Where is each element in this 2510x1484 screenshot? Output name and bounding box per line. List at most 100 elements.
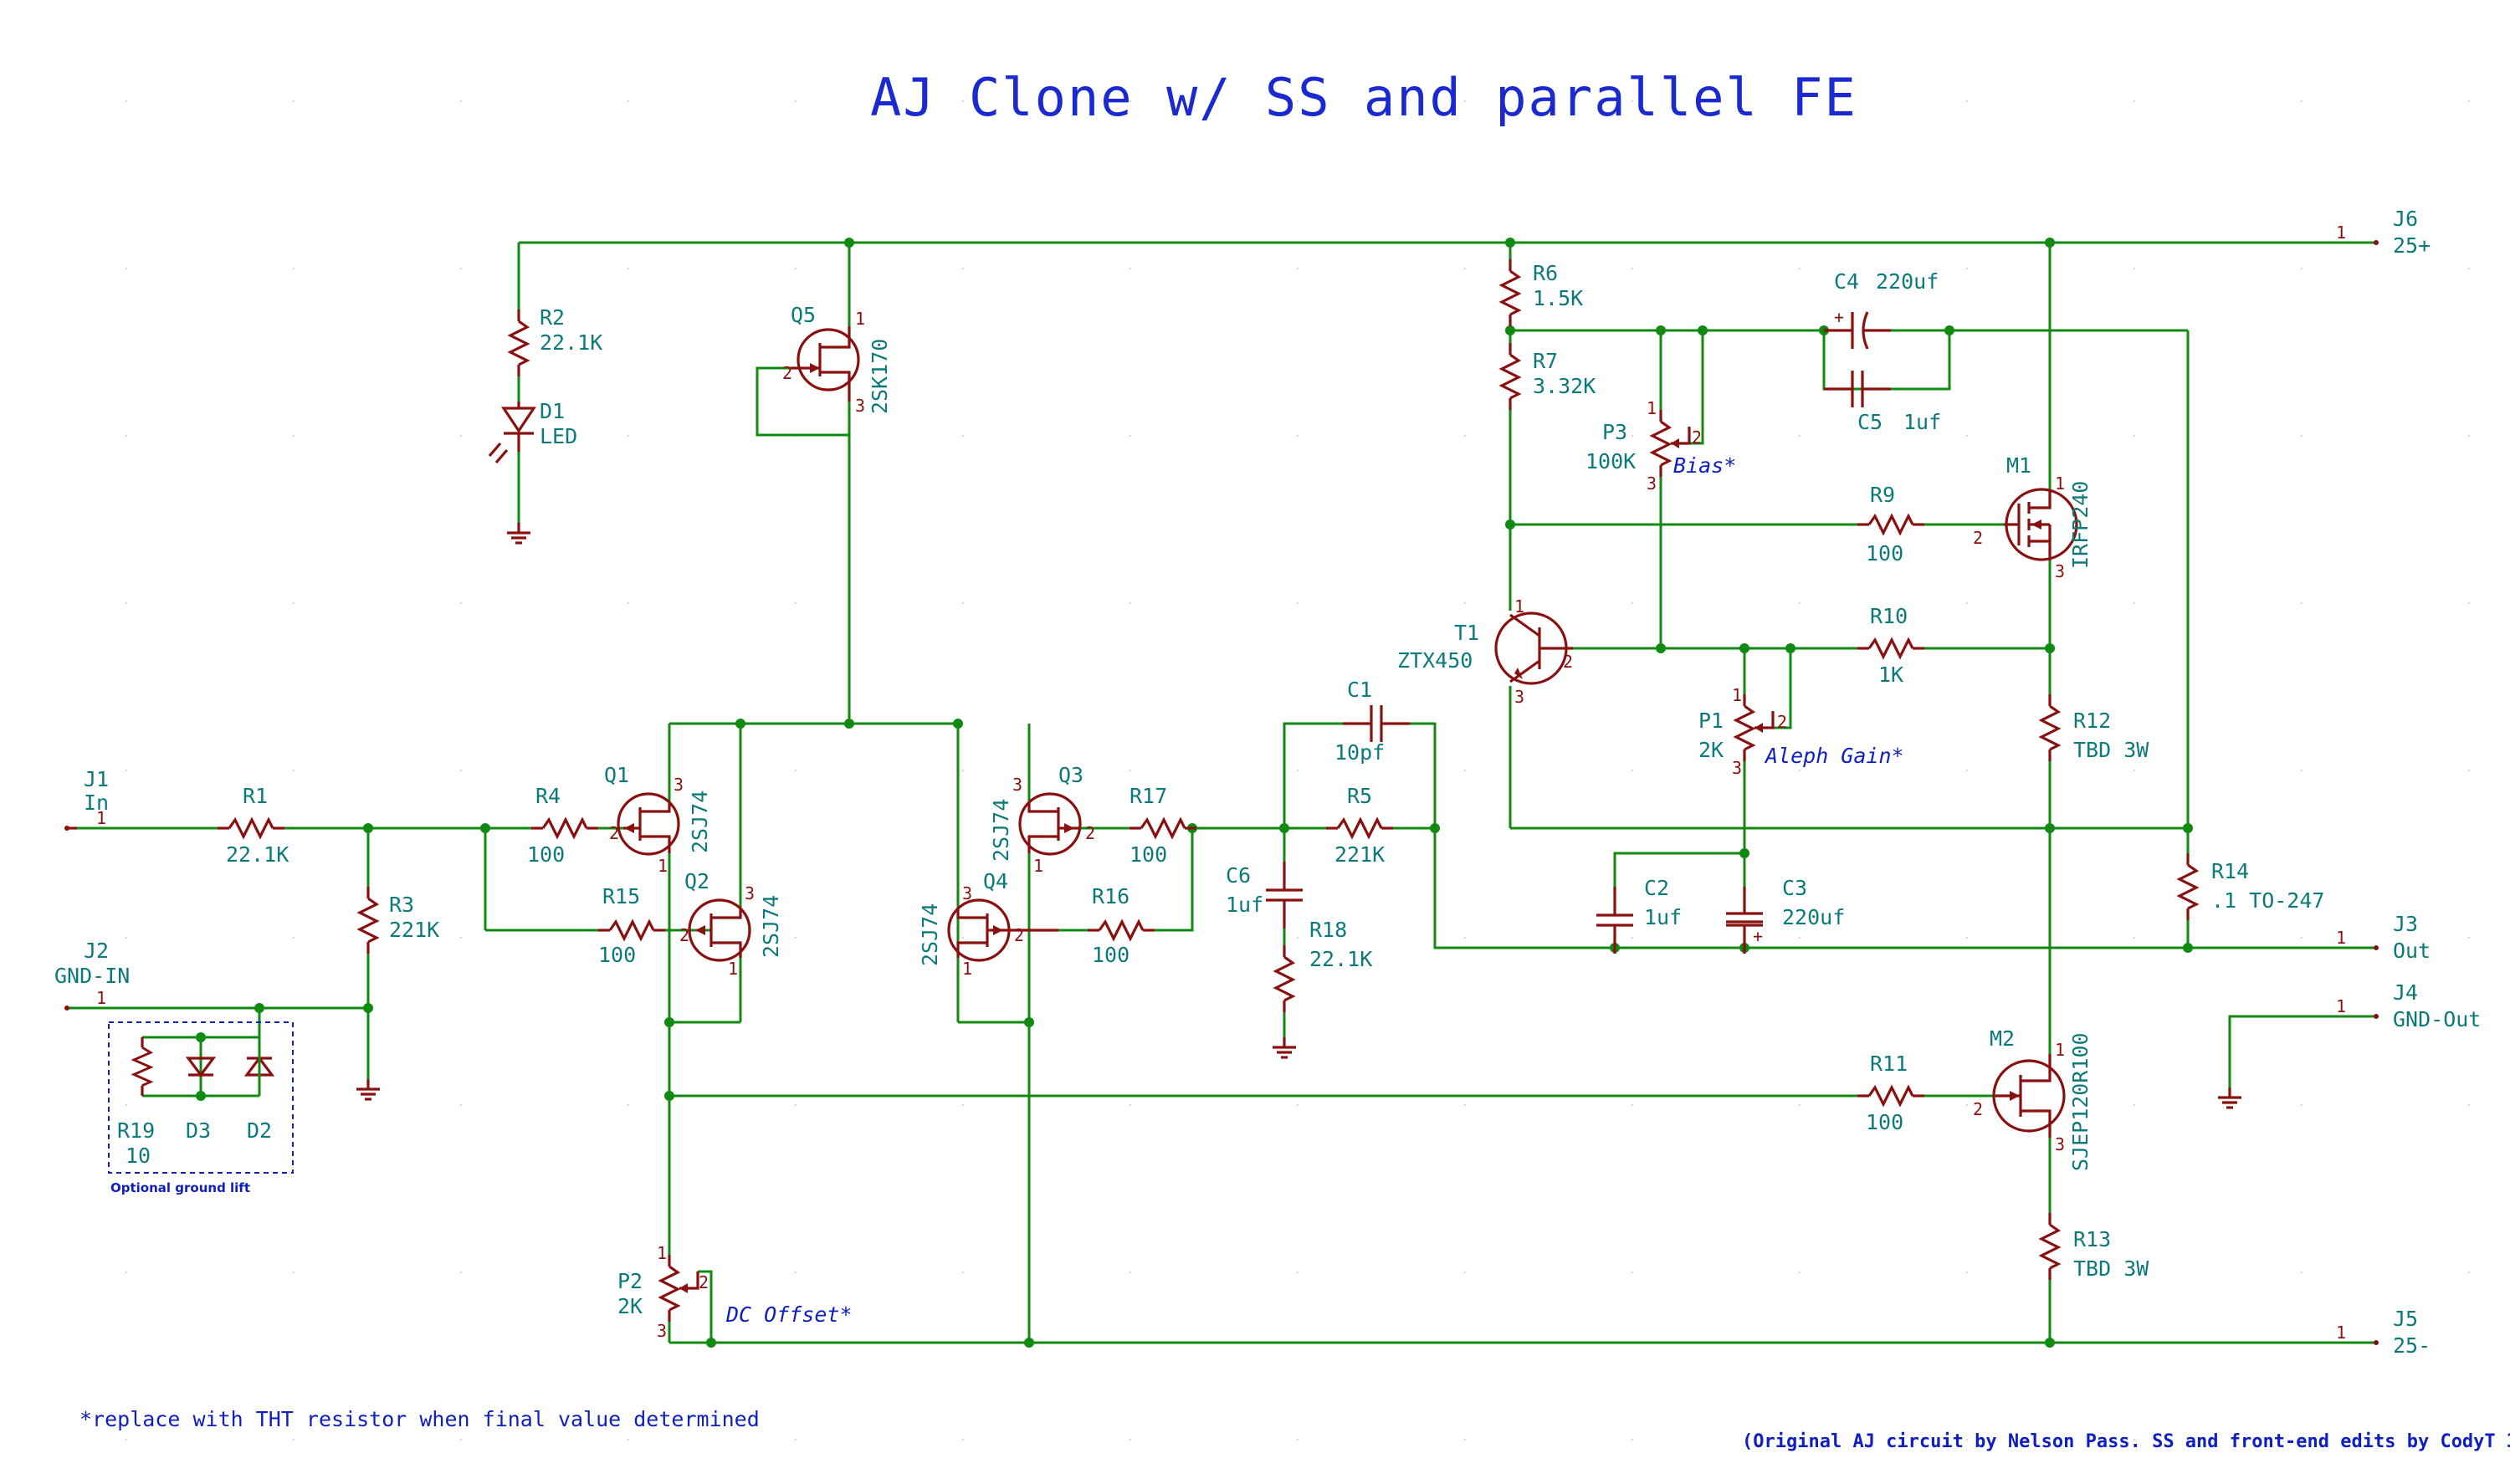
svg-text:C4: C4 (1834, 269, 1859, 294)
svg-text:3: 3 (855, 396, 865, 416)
svg-text:1: 1 (962, 959, 972, 979)
junctions (196, 238, 2193, 1348)
pot-p3: P3 100K Bias* 1 2 3 (1585, 398, 1736, 494)
connector-j4[interactable]: J4 GND-Out 1 (2336, 980, 2481, 1031)
sheet-grid (126, 100, 2470, 1441)
svg-text:J3: J3 (2393, 912, 2418, 936)
resistor-r7: R7 3.32K (1500, 341, 1596, 412)
svg-text:Q1: Q1 (604, 763, 629, 787)
capacitor-c5: C5 1uf (1822, 369, 1941, 434)
svg-text:1: 1 (855, 309, 865, 329)
resistor-r9: R9 100 (1856, 483, 1926, 565)
junction-dot (254, 1003, 264, 1013)
resistor-r13: R13 TBD 3W (2040, 1211, 2149, 1282)
svg-text:R5: R5 (1347, 784, 1372, 808)
svg-text:100: 100 (1866, 1110, 1903, 1134)
svg-text:C3: C3 (1782, 876, 1807, 900)
resistor-r17: R17 100 (1128, 784, 1198, 867)
svg-text:2: 2 (1973, 1099, 1983, 1119)
svg-text:J4: J4 (2393, 980, 2418, 1005)
svg-text:D2: D2 (247, 1118, 272, 1143)
resistor-r12: R12 TBD 3W (2040, 693, 2149, 763)
svg-text:GND-IN: GND-IN (54, 964, 130, 988)
svg-text:3: 3 (1647, 473, 1657, 494)
svg-text:M1: M1 (2006, 453, 2031, 478)
svg-text:C2: C2 (1644, 876, 1669, 900)
svg-text:R18: R18 (1309, 918, 1347, 942)
connector-j6[interactable]: J6 25+ 1 (2336, 207, 2431, 258)
svg-text:100: 100 (1866, 541, 1903, 565)
connector-j2[interactable]: J2 GND-IN 1 (54, 939, 130, 1011)
svg-text:LED: LED (540, 424, 577, 448)
svg-text:TBD 3W: TBD 3W (2073, 738, 2149, 762)
resistor-r16: R16 100 (1086, 884, 1156, 967)
pot-p2: P2 2K DC Offset* 1 2 3 (617, 1243, 853, 1341)
capacitor-c1: C1 10pf (1334, 678, 1411, 765)
svg-text:2: 2 (679, 925, 689, 945)
connector-j5[interactable]: J5 25- 1 (2336, 1307, 2431, 1358)
junction-dot (1656, 325, 1666, 335)
svg-text:R17: R17 (1130, 784, 1167, 808)
resistor-r4: R4 100 (527, 784, 600, 867)
svg-text:R12: R12 (2073, 709, 2111, 733)
svg-text:25-: 25- (2393, 1333, 2431, 1358)
svg-text:221K: 221K (1334, 842, 1385, 867)
svg-text:T1: T1 (1454, 621, 1479, 645)
svg-text:3: 3 (745, 883, 755, 903)
svg-text:.1 TO-247: .1 TO-247 (2211, 888, 2324, 913)
junction-dot (2045, 1338, 2055, 1348)
svg-text:3: 3 (1732, 758, 1742, 778)
svg-text:1: 1 (96, 808, 106, 828)
junction-dot (196, 1032, 206, 1042)
svg-text:R1: R1 (243, 784, 268, 808)
svg-text:2: 2 (1973, 528, 1983, 548)
svg-text:R6: R6 (1533, 261, 1558, 285)
connector-j3[interactable]: J3 Out 1 (2336, 912, 2431, 963)
resistor-r10: R10 1K (1856, 604, 1926, 687)
svg-text:100: 100 (1130, 842, 1167, 867)
jfet-q4: Q4 2SJ74 3 2 1 (918, 869, 1058, 979)
mosfet-m1: M1 IRFP240 2 1 3 (1973, 453, 2093, 581)
svg-text:M2: M2 (1990, 1026, 2015, 1051)
svg-text:2K: 2K (617, 1294, 643, 1318)
svg-text:P2: P2 (617, 1269, 643, 1293)
svg-text:Q5: Q5 (791, 303, 816, 327)
svg-text:GND-Out: GND-Out (2393, 1007, 2481, 1031)
svg-text:2: 2 (609, 823, 619, 843)
svg-text:R7: R7 (1533, 349, 1558, 373)
junction-dot (2045, 643, 2055, 653)
junction-dot (1024, 1338, 1034, 1348)
svg-text:1uf: 1uf (1903, 410, 1941, 434)
svg-text:TBD 3W: TBD 3W (2073, 1256, 2149, 1281)
ground-j4 (2216, 1086, 2243, 1109)
svg-text:1: 1 (2336, 1323, 2346, 1343)
svg-text:2: 2 (1777, 712, 1787, 732)
svg-text:Q3: Q3 (1058, 763, 1083, 787)
footnote: *replace with THT resistor when final va… (79, 1407, 760, 1431)
connector-j1[interactable]: J1 In 1 (64, 767, 109, 831)
svg-text:3: 3 (962, 883, 972, 903)
wires (67, 241, 2376, 1344)
ground-lift-block: R19 10 D3 D2 Optional ground lift (108, 1021, 294, 1195)
junction-dot (2045, 238, 2055, 248)
svg-text:100: 100 (527, 842, 565, 867)
svg-text:2SJ74: 2SJ74 (989, 799, 1013, 862)
svg-text:In: In (84, 791, 109, 815)
resistor-r14: R14 .1 TO-247 (2178, 852, 2324, 922)
svg-text:3: 3 (1012, 775, 1022, 795)
svg-text:2SJ74: 2SJ74 (918, 903, 942, 966)
svg-text:22.1K: 22.1K (226, 842, 289, 867)
svg-text:220uf: 220uf (1782, 905, 1845, 929)
svg-text:1.5K: 1.5K (1533, 286, 1583, 310)
led-d1: D1 LED (488, 399, 577, 545)
junction-dot (196, 1091, 206, 1101)
junction-dot (1505, 325, 1515, 335)
svg-text:J1: J1 (84, 767, 109, 791)
svg-text:22.1K: 22.1K (540, 330, 602, 355)
svg-text:1: 1 (657, 1243, 667, 1263)
junction-dot (480, 823, 490, 833)
svg-text:P1: P1 (1698, 709, 1724, 733)
resistor-r11: R11 100 (1856, 1052, 1926, 1134)
